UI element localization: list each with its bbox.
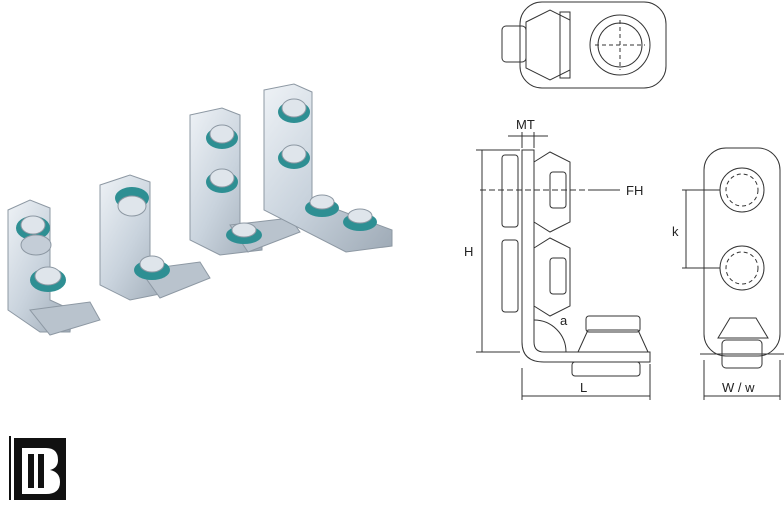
bracket-small: [7, 199, 101, 336]
bracket-tall: [189, 107, 301, 256]
dimension-l: L: [580, 380, 587, 395]
front-view: [682, 147, 784, 400]
dimension-ww: W / w: [722, 380, 755, 395]
bracket-medium: [99, 174, 211, 301]
dimension-mt: MT: [516, 117, 535, 132]
product-photo: [7, 83, 393, 336]
dimension-k: k: [672, 224, 679, 239]
side-view: [476, 132, 651, 400]
bracket-extra-tall: [263, 83, 393, 253]
walraven-logo-icon: [9, 436, 66, 500]
technical-drawing: MT FH H k a L W / w: [464, 1, 784, 400]
top-view: [501, 1, 667, 89]
dimension-fh: FH: [626, 183, 643, 198]
dimension-a: a: [560, 313, 568, 328]
dimension-h: H: [464, 244, 473, 259]
